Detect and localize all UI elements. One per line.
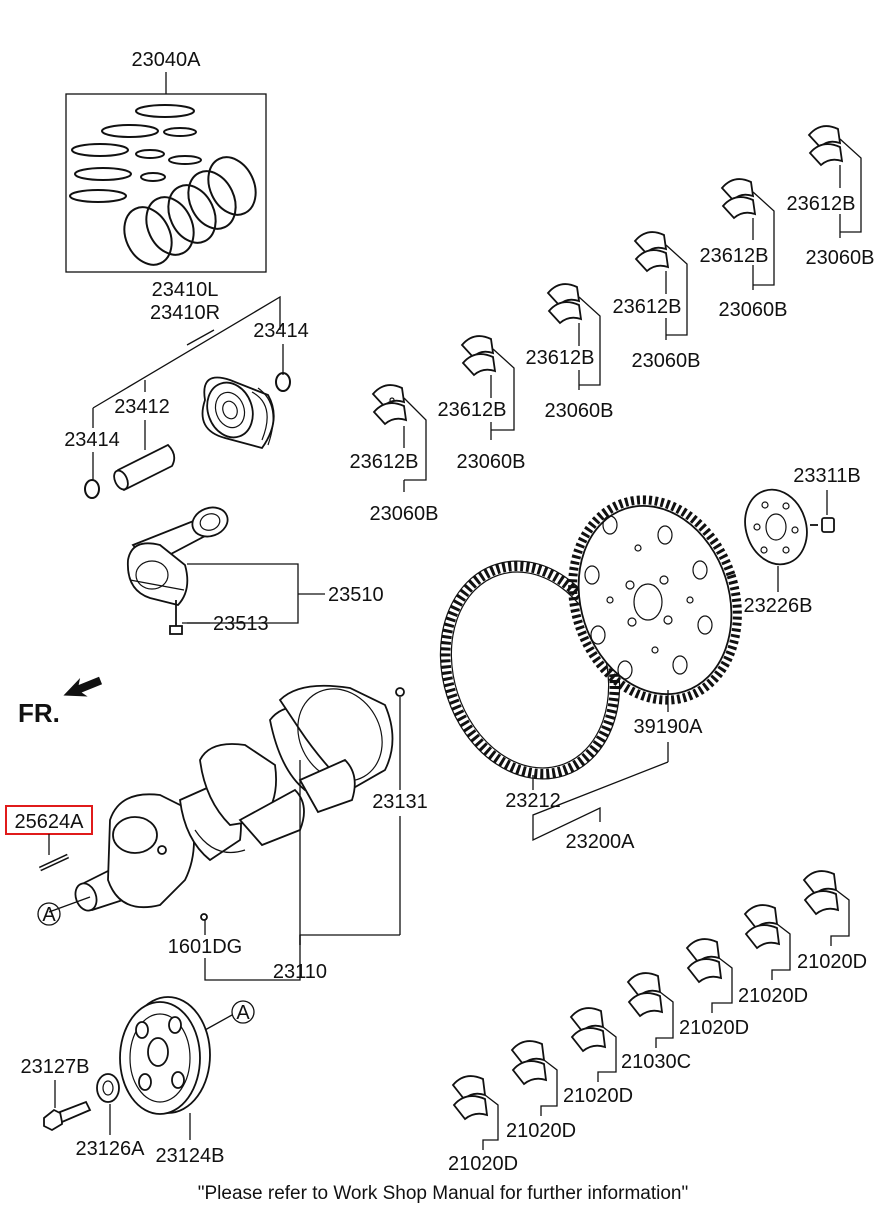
label-main-bearing-6[interactable]: 21020D	[738, 985, 808, 1007]
rod-bearing-1[interactable]	[371, 384, 408, 426]
connecting-rod[interactable]	[127, 503, 232, 607]
label-rod-set-3[interactable]: 23060B	[545, 400, 614, 422]
label-23510[interactable]: 23510	[328, 584, 384, 606]
front-arrow-icon	[63, 676, 103, 697]
label-23226B[interactable]: 23226B	[744, 595, 813, 617]
rod-bearing-5[interactable]	[720, 178, 757, 220]
piston-ring-set[interactable]	[65, 72, 267, 273]
damper-pulley[interactable]	[119, 996, 211, 1115]
adapter-plate[interactable]	[736, 482, 817, 573]
main-bearing-7[interactable]	[802, 870, 840, 916]
label-23124B[interactable]: 23124B	[156, 1145, 225, 1167]
label-23212[interactable]: 23212	[505, 790, 561, 812]
label-23412[interactable]: 23412	[114, 396, 170, 418]
label-rod-bearing-5[interactable]: 23612B	[700, 245, 769, 267]
label-23040A[interactable]: 23040A	[132, 49, 202, 71]
main-bearing-6[interactable]	[743, 904, 781, 950]
conrod-bolt[interactable]	[169, 600, 183, 635]
drive-plate[interactable]	[547, 478, 762, 721]
crankshaft[interactable]	[72, 673, 405, 921]
label-23414-left[interactable]: 23414	[64, 429, 120, 451]
label-main-bearing-1[interactable]: 21020D	[448, 1153, 518, 1175]
ref-circle-a-left	[37, 902, 61, 926]
snap-ring-left[interactable]	[84, 479, 100, 499]
main-bearing-1[interactable]	[451, 1075, 489, 1121]
label-front: FR.	[18, 698, 60, 728]
label-rod-bearing-1[interactable]: 23612B	[350, 451, 419, 473]
label-23414-right[interactable]: 23414	[253, 320, 309, 342]
washer[interactable]	[96, 1073, 120, 1103]
rod-bearing-3[interactable]	[546, 283, 583, 325]
piston[interactable]	[200, 376, 275, 450]
label-25624A[interactable]: 25624A	[15, 811, 85, 833]
main-bearing-4[interactable]	[626, 972, 664, 1018]
label-23410L[interactable]: 23410L	[152, 279, 219, 301]
label-23311B[interactable]: 23311B	[793, 465, 860, 487]
label-rod-set-5[interactable]: 23060B	[719, 299, 788, 321]
ref-circle-a-right	[231, 1000, 255, 1024]
label-23110[interactable]: 23110	[273, 961, 327, 983]
rod-bearing-6[interactable]	[807, 125, 844, 167]
flywheel-bolt[interactable]	[810, 517, 835, 533]
label-rod-bearing-6[interactable]: 23612B	[787, 193, 856, 215]
label-rod-bearing-4[interactable]: 23612B	[613, 296, 682, 318]
label-main-bearing-4[interactable]: 21030C	[621, 1051, 691, 1073]
main-bearing-2[interactable]	[510, 1040, 548, 1086]
label-main-bearing-2[interactable]: 21020D	[506, 1120, 576, 1142]
rod-bearing-4[interactable]	[633, 231, 670, 273]
label-rod-bearing-2[interactable]: 23612B	[438, 399, 507, 421]
label-ref-a-left: A	[42, 904, 56, 926]
rod-bearing-2[interactable]	[460, 335, 497, 377]
label-23127B[interactable]: 23127B	[21, 1056, 90, 1078]
label-ref-a-right: A	[236, 1002, 250, 1024]
footer-note: "Please refer to Work Shop Manual for fu…	[198, 1183, 688, 1204]
label-23513[interactable]: 23513	[213, 613, 269, 635]
piston-pin[interactable]	[111, 443, 176, 492]
pulley-bolt[interactable]	[43, 1100, 92, 1132]
snap-ring-right[interactable]	[275, 372, 291, 392]
label-main-bearing-5[interactable]: 21020D	[679, 1017, 749, 1039]
label-39190A[interactable]: 39190A	[634, 716, 704, 738]
label-23126A[interactable]: 23126A	[76, 1138, 146, 1160]
label-23131[interactable]: 23131	[372, 791, 428, 813]
rod-bearing-group	[371, 384, 427, 492]
label-rod-set-4[interactable]: 23060B	[632, 350, 701, 372]
label-rod-bearing-3[interactable]: 23612B	[526, 347, 595, 369]
main-bearing-5[interactable]	[685, 938, 723, 984]
label-rod-set-1[interactable]: 23060B	[370, 503, 439, 525]
label-rod-set-2[interactable]: 23060B	[457, 451, 526, 473]
label-23200A[interactable]: 23200A	[566, 831, 636, 853]
main-bearing-3[interactable]	[569, 1007, 607, 1053]
key-pin[interactable]	[38, 853, 70, 872]
label-main-bearing-3[interactable]: 21020D	[563, 1085, 633, 1107]
label-1601DG[interactable]: 1601DG	[168, 936, 243, 958]
label-23410R[interactable]: 23410R	[150, 302, 220, 324]
label-rod-set-6[interactable]: 23060B	[806, 247, 875, 269]
label-main-bearing-7[interactable]: 21020D	[797, 951, 867, 973]
